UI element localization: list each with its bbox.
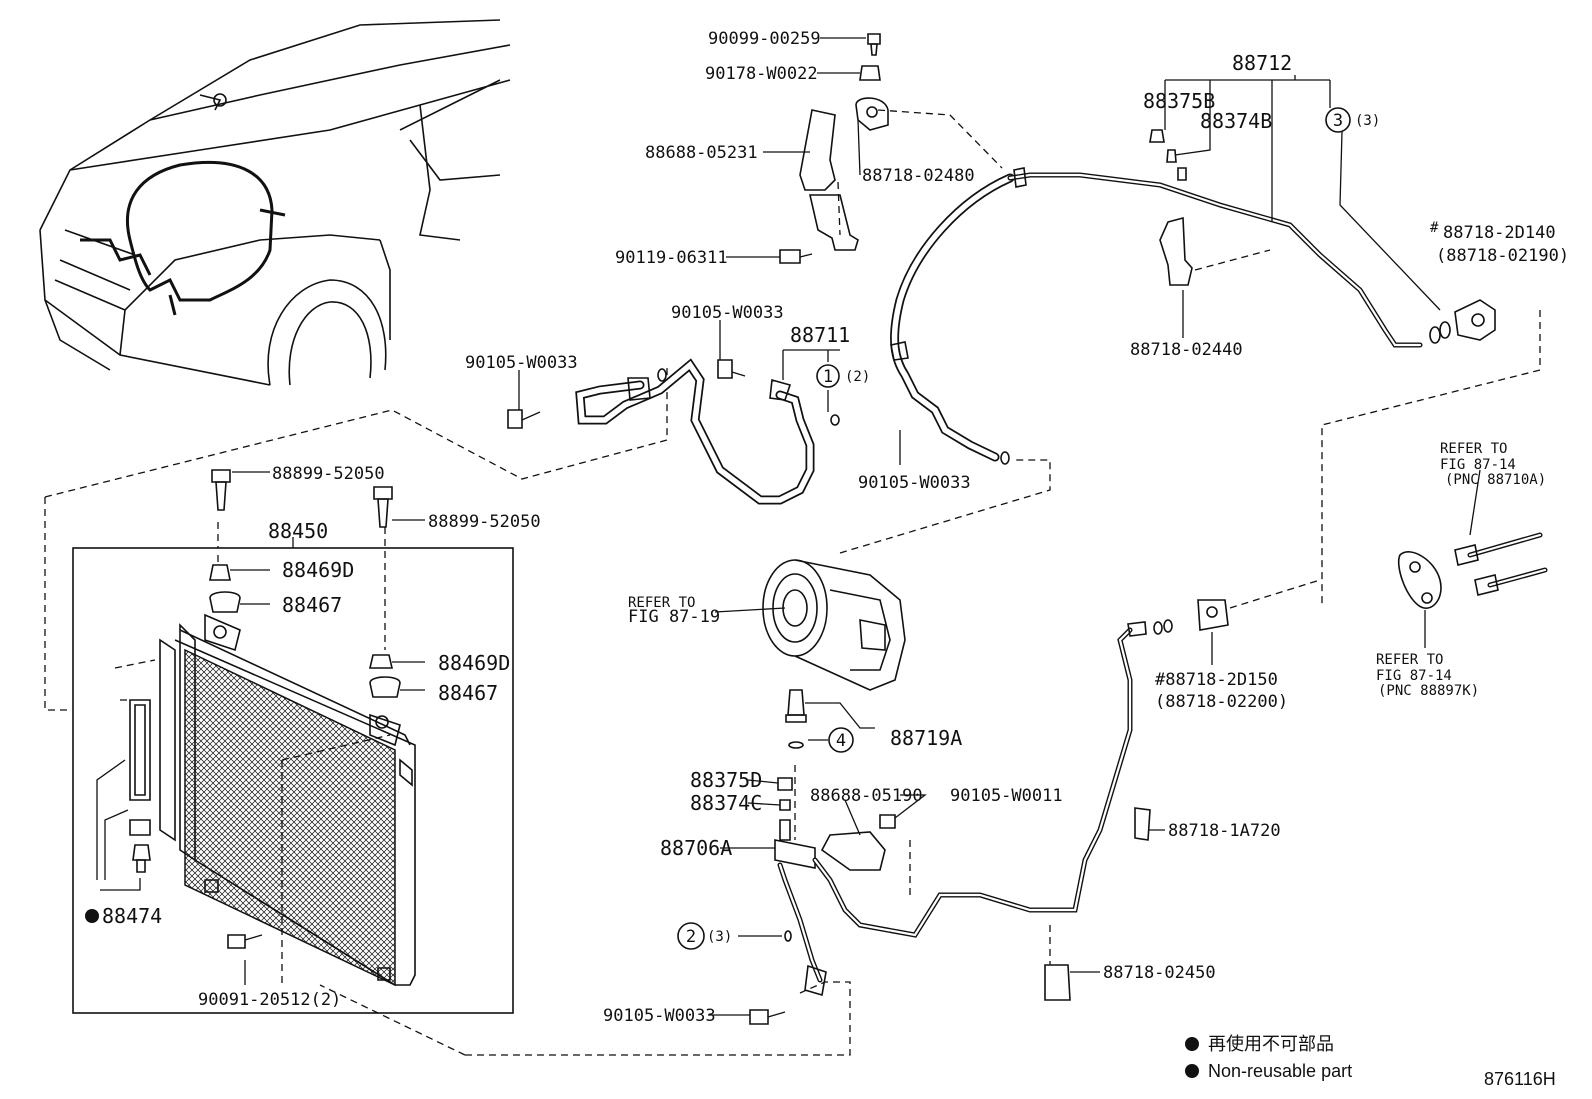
label-refer-87-19-line1: REFER TO bbox=[628, 595, 695, 611]
legend-english: Non-reusable part bbox=[1208, 1061, 1352, 1081]
svg-text:1: 1 bbox=[823, 367, 833, 387]
hose-88712 bbox=[890, 129, 1541, 605]
label-90119-06311: 90119-06311 bbox=[615, 248, 728, 268]
label-88711: 88711 bbox=[790, 323, 850, 347]
label-88469D-b: 88469D bbox=[438, 651, 510, 675]
label-refer-87-14b-line1: REFER TO bbox=[1376, 652, 1443, 668]
label-90099-00259: 90099-00259 bbox=[708, 29, 821, 49]
legend-dot-icon-2 bbox=[1185, 1064, 1199, 1078]
label-88718-02190: (88718-02190) bbox=[1436, 246, 1569, 266]
label-90105-W0011: 90105-W0011 bbox=[950, 786, 1063, 806]
label-88467-a: 88467 bbox=[282, 593, 342, 617]
label-refer-87-19-line2: FIG 87-19 bbox=[628, 607, 720, 627]
label-88375B: 88375B bbox=[1143, 89, 1215, 113]
refer-fig-87-14-parts bbox=[1398, 469, 1548, 648]
label-88718-02480: 88718-02480 bbox=[862, 166, 975, 186]
part-labels: 90099-00259 90178-W0022 88688-05231 8871… bbox=[85, 29, 1569, 1026]
label-88469D-a: 88469D bbox=[282, 558, 354, 582]
car-illustration bbox=[39, 19, 511, 386]
label-88688-05190: 88688-05190 bbox=[810, 786, 923, 806]
label-refer-87-14a-line1: REFER TO bbox=[1440, 441, 1507, 457]
label-refer-87-14b-line2: FIG 87-14 bbox=[1376, 668, 1452, 684]
svg-text:(3): (3) bbox=[1355, 113, 1380, 129]
label-88718-2D150: #88718-2D150 bbox=[1155, 670, 1278, 690]
bracket-group-top bbox=[779, 33, 1003, 264]
svg-text:(2): (2) bbox=[845, 369, 870, 385]
label-90178-W0022: 90178-W0022 bbox=[705, 64, 818, 84]
callout-circle-3: 3 (3) bbox=[1325, 107, 1380, 133]
label-hash-2d140: # bbox=[1430, 220, 1439, 236]
callout-circle-4: 4 bbox=[828, 727, 854, 753]
legend: 再使用不可部品 Non-reusable part bbox=[1185, 1034, 1352, 1081]
callout-circle-1: 1 (2) bbox=[816, 364, 870, 388]
label-90091-20512: 90091-20512(2) bbox=[198, 990, 341, 1010]
liquid-line-group bbox=[749, 579, 1321, 1025]
leader-lines bbox=[230, 37, 1441, 1016]
label-88450: 88450 bbox=[268, 519, 328, 543]
label-refer-87-14b-line3: (PNC 88897K) bbox=[1378, 683, 1479, 699]
label-88718-02440: 88718-02440 bbox=[1130, 340, 1243, 360]
label-88706A: 88706A bbox=[660, 836, 732, 860]
label-88718-1A720: 88718-1A720 bbox=[1168, 821, 1281, 841]
label-88688-05231: 88688-05231 bbox=[645, 143, 758, 163]
label-88375D: 88375D bbox=[690, 768, 762, 792]
condenser-assembly bbox=[72, 469, 514, 1014]
label-90105-W0033-right: 90105-W0033 bbox=[858, 473, 971, 493]
label-88718-2D140: 88718-2D140 bbox=[1443, 223, 1556, 243]
svg-text:(3): (3) bbox=[707, 929, 732, 945]
label-88719A: 88719A bbox=[890, 726, 962, 750]
label-90105-W0033-top: 90105-W0033 bbox=[671, 303, 784, 323]
non-reusable-dot-88474 bbox=[85, 909, 99, 923]
label-88474: 88474 bbox=[102, 904, 162, 928]
label-90105-W0033-bottom: 90105-W0033 bbox=[603, 1006, 716, 1026]
svg-text:2: 2 bbox=[686, 927, 696, 947]
dashed-outline-condenser bbox=[44, 368, 668, 711]
label-refer-87-14a-line2: FIG 87-14 bbox=[1440, 457, 1516, 473]
hose-88711 bbox=[507, 358, 840, 505]
callout-circle-2: 2 (3) bbox=[677, 922, 732, 950]
diagram-id: 876116H bbox=[1484, 1069, 1556, 1089]
compressor bbox=[762, 459, 1051, 691]
label-88718-02450: 88718-02450 bbox=[1103, 963, 1216, 983]
svg-text:3: 3 bbox=[1333, 111, 1343, 131]
label-88899-52050-a: 88899-52050 bbox=[272, 464, 385, 484]
label-90105-W0033-left: 90105-W0033 bbox=[465, 353, 578, 373]
label-88899-52050-b: 88899-52050 bbox=[428, 512, 541, 532]
label-88467-b: 88467 bbox=[438, 681, 498, 705]
legend-chinese: 再使用不可部品 bbox=[1208, 1034, 1334, 1054]
condenser-core bbox=[184, 648, 396, 987]
label-88712: 88712 bbox=[1232, 51, 1292, 75]
label-88374C: 88374C bbox=[690, 791, 762, 815]
label-88374B: 88374B bbox=[1200, 109, 1272, 133]
svg-text:4: 4 bbox=[836, 731, 846, 751]
legend-dot-icon bbox=[1185, 1037, 1199, 1051]
dashed-outline-bottom bbox=[319, 981, 851, 1056]
label-refer-87-14a-line3: (PNC 88710A) bbox=[1445, 472, 1546, 488]
label-88718-02200: (88718-02200) bbox=[1155, 692, 1288, 712]
